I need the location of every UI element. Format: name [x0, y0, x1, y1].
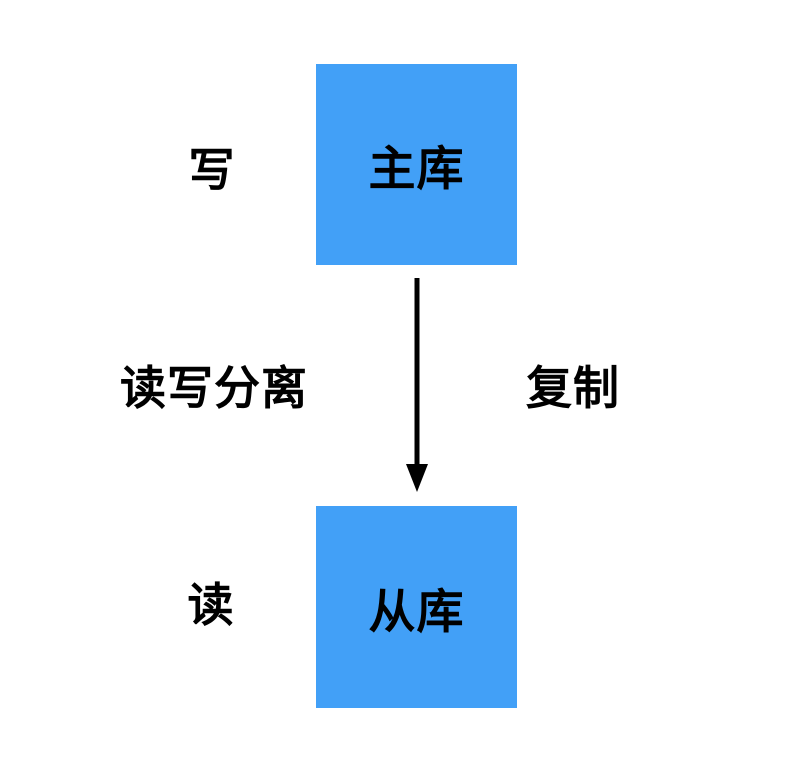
write-label: 写 — [188, 144, 236, 196]
master-db-node: 主库 — [316, 64, 517, 265]
read-label: 读 — [187, 579, 235, 631]
read-write-split-label: 读写分离 — [120, 362, 308, 414]
replication-arrow-icon — [406, 278, 428, 492]
replicate-label: 复制 — [526, 362, 620, 414]
slave-db-label: 从库 — [368, 584, 465, 638]
master-db-label: 主库 — [368, 142, 465, 195]
slave-db-node: 从库 — [316, 506, 517, 708]
